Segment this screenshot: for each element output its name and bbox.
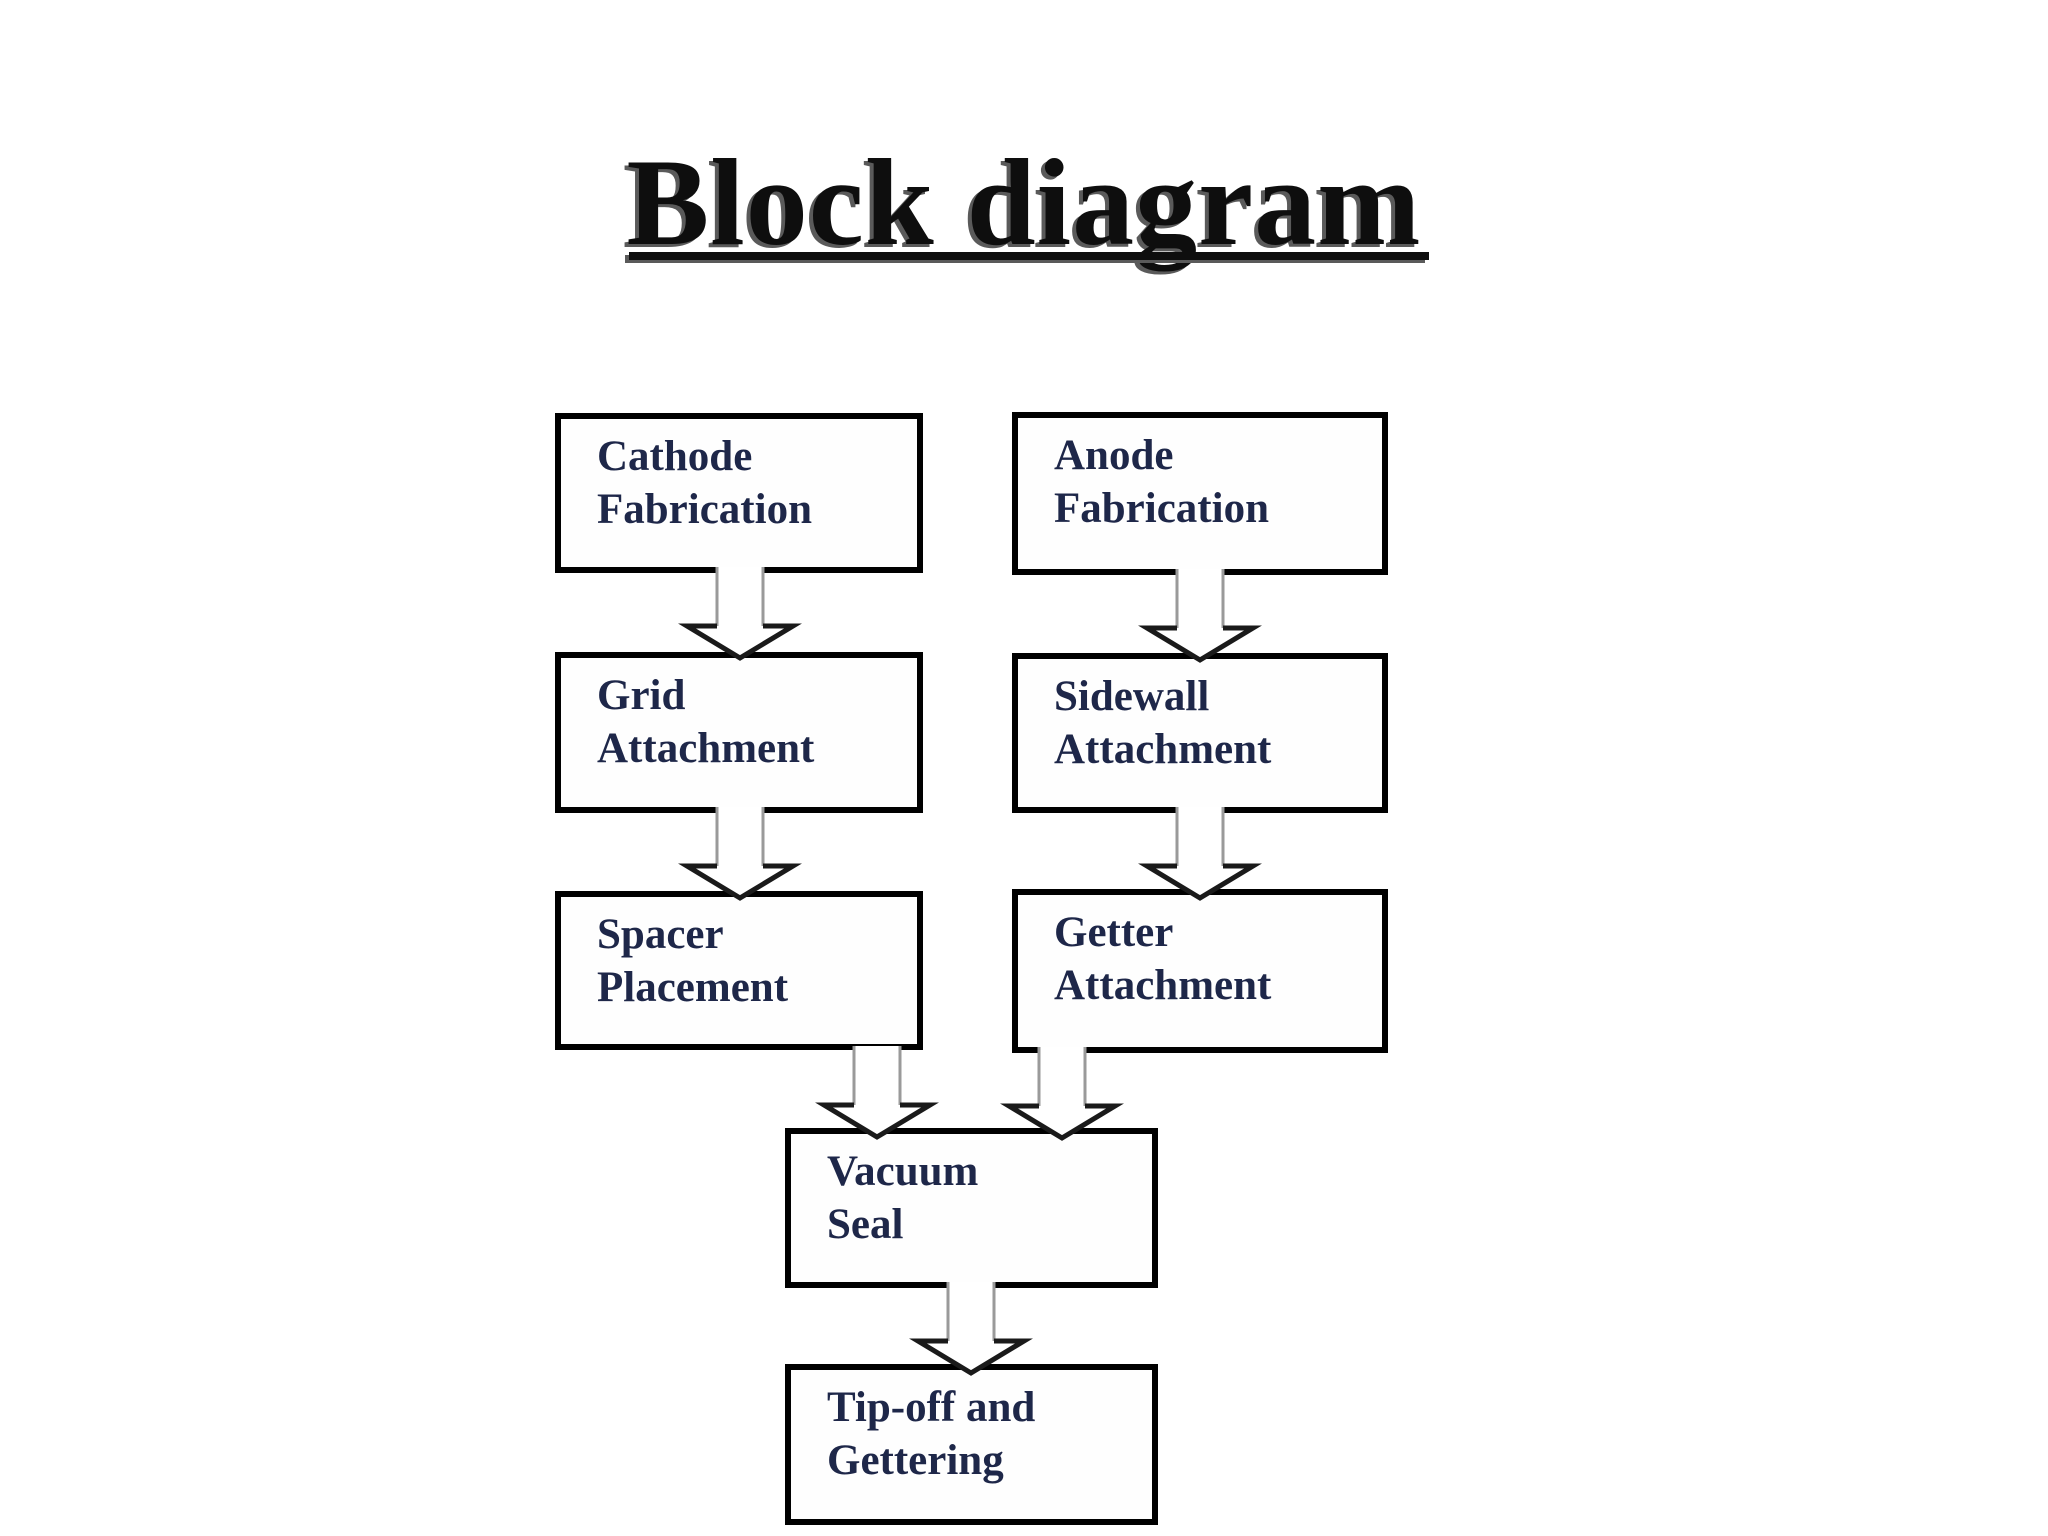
- node-label-line: Fabrication: [1054, 485, 1269, 532]
- flow-arrow-sidewall-to-getter: [1138, 807, 1262, 901]
- node-label-line: Gettering: [827, 1437, 1004, 1484]
- node-tip-off-and-gettering: Tip-off and Gettering: [785, 1364, 1158, 1525]
- node-label-line: Anode: [1054, 432, 1174, 479]
- node-label-line: Sidewall: [1054, 673, 1210, 720]
- title-underline: [629, 252, 1429, 260]
- node-label-line: Attachment: [1054, 726, 1272, 773]
- node-label-line: Fabrication: [597, 486, 812, 533]
- node-label-line: Attachment: [597, 725, 815, 772]
- node-sidewall-attachment: Sidewall Attachment: [1012, 653, 1388, 813]
- node-label-line: Cathode: [597, 433, 753, 480]
- flow-arrow-getter-to-vacuum: [1000, 1047, 1124, 1141]
- flow-arrow-anode-to-sidewall: [1138, 569, 1262, 663]
- node-spacer-placement: Spacer Placement: [555, 891, 923, 1050]
- node-label-line: Getter: [1054, 909, 1174, 956]
- flow-arrow-spacer-to-vacuum: [815, 1046, 939, 1140]
- page-title: Block diagram: [626, 134, 1422, 271]
- node-label-line: Tip-off and: [827, 1384, 1036, 1431]
- node-label-line: Spacer: [597, 911, 724, 958]
- node-label-line: Attachment: [1054, 962, 1272, 1009]
- node-getter-attachment: Getter Attachment: [1012, 889, 1388, 1053]
- node-label-line: Grid: [597, 672, 686, 719]
- flow-arrow-grid-to-spacer: [678, 807, 802, 901]
- node-cathode-fabrication: Cathode Fabrication: [555, 413, 923, 573]
- flow-arrow-vacuum-to-tipoff: [909, 1282, 1033, 1376]
- node-grid-attachment: Grid Attachment: [555, 652, 923, 813]
- flow-arrow-cathode-to-grid: [678, 567, 802, 661]
- node-label-line: Seal: [827, 1201, 904, 1248]
- node-label-line: Vacuum: [827, 1148, 979, 1195]
- node-anode-fabrication: Anode Fabrication: [1012, 412, 1388, 575]
- node-label-line: Placement: [597, 964, 789, 1011]
- node-vacuum-seal: Vacuum Seal: [785, 1128, 1158, 1288]
